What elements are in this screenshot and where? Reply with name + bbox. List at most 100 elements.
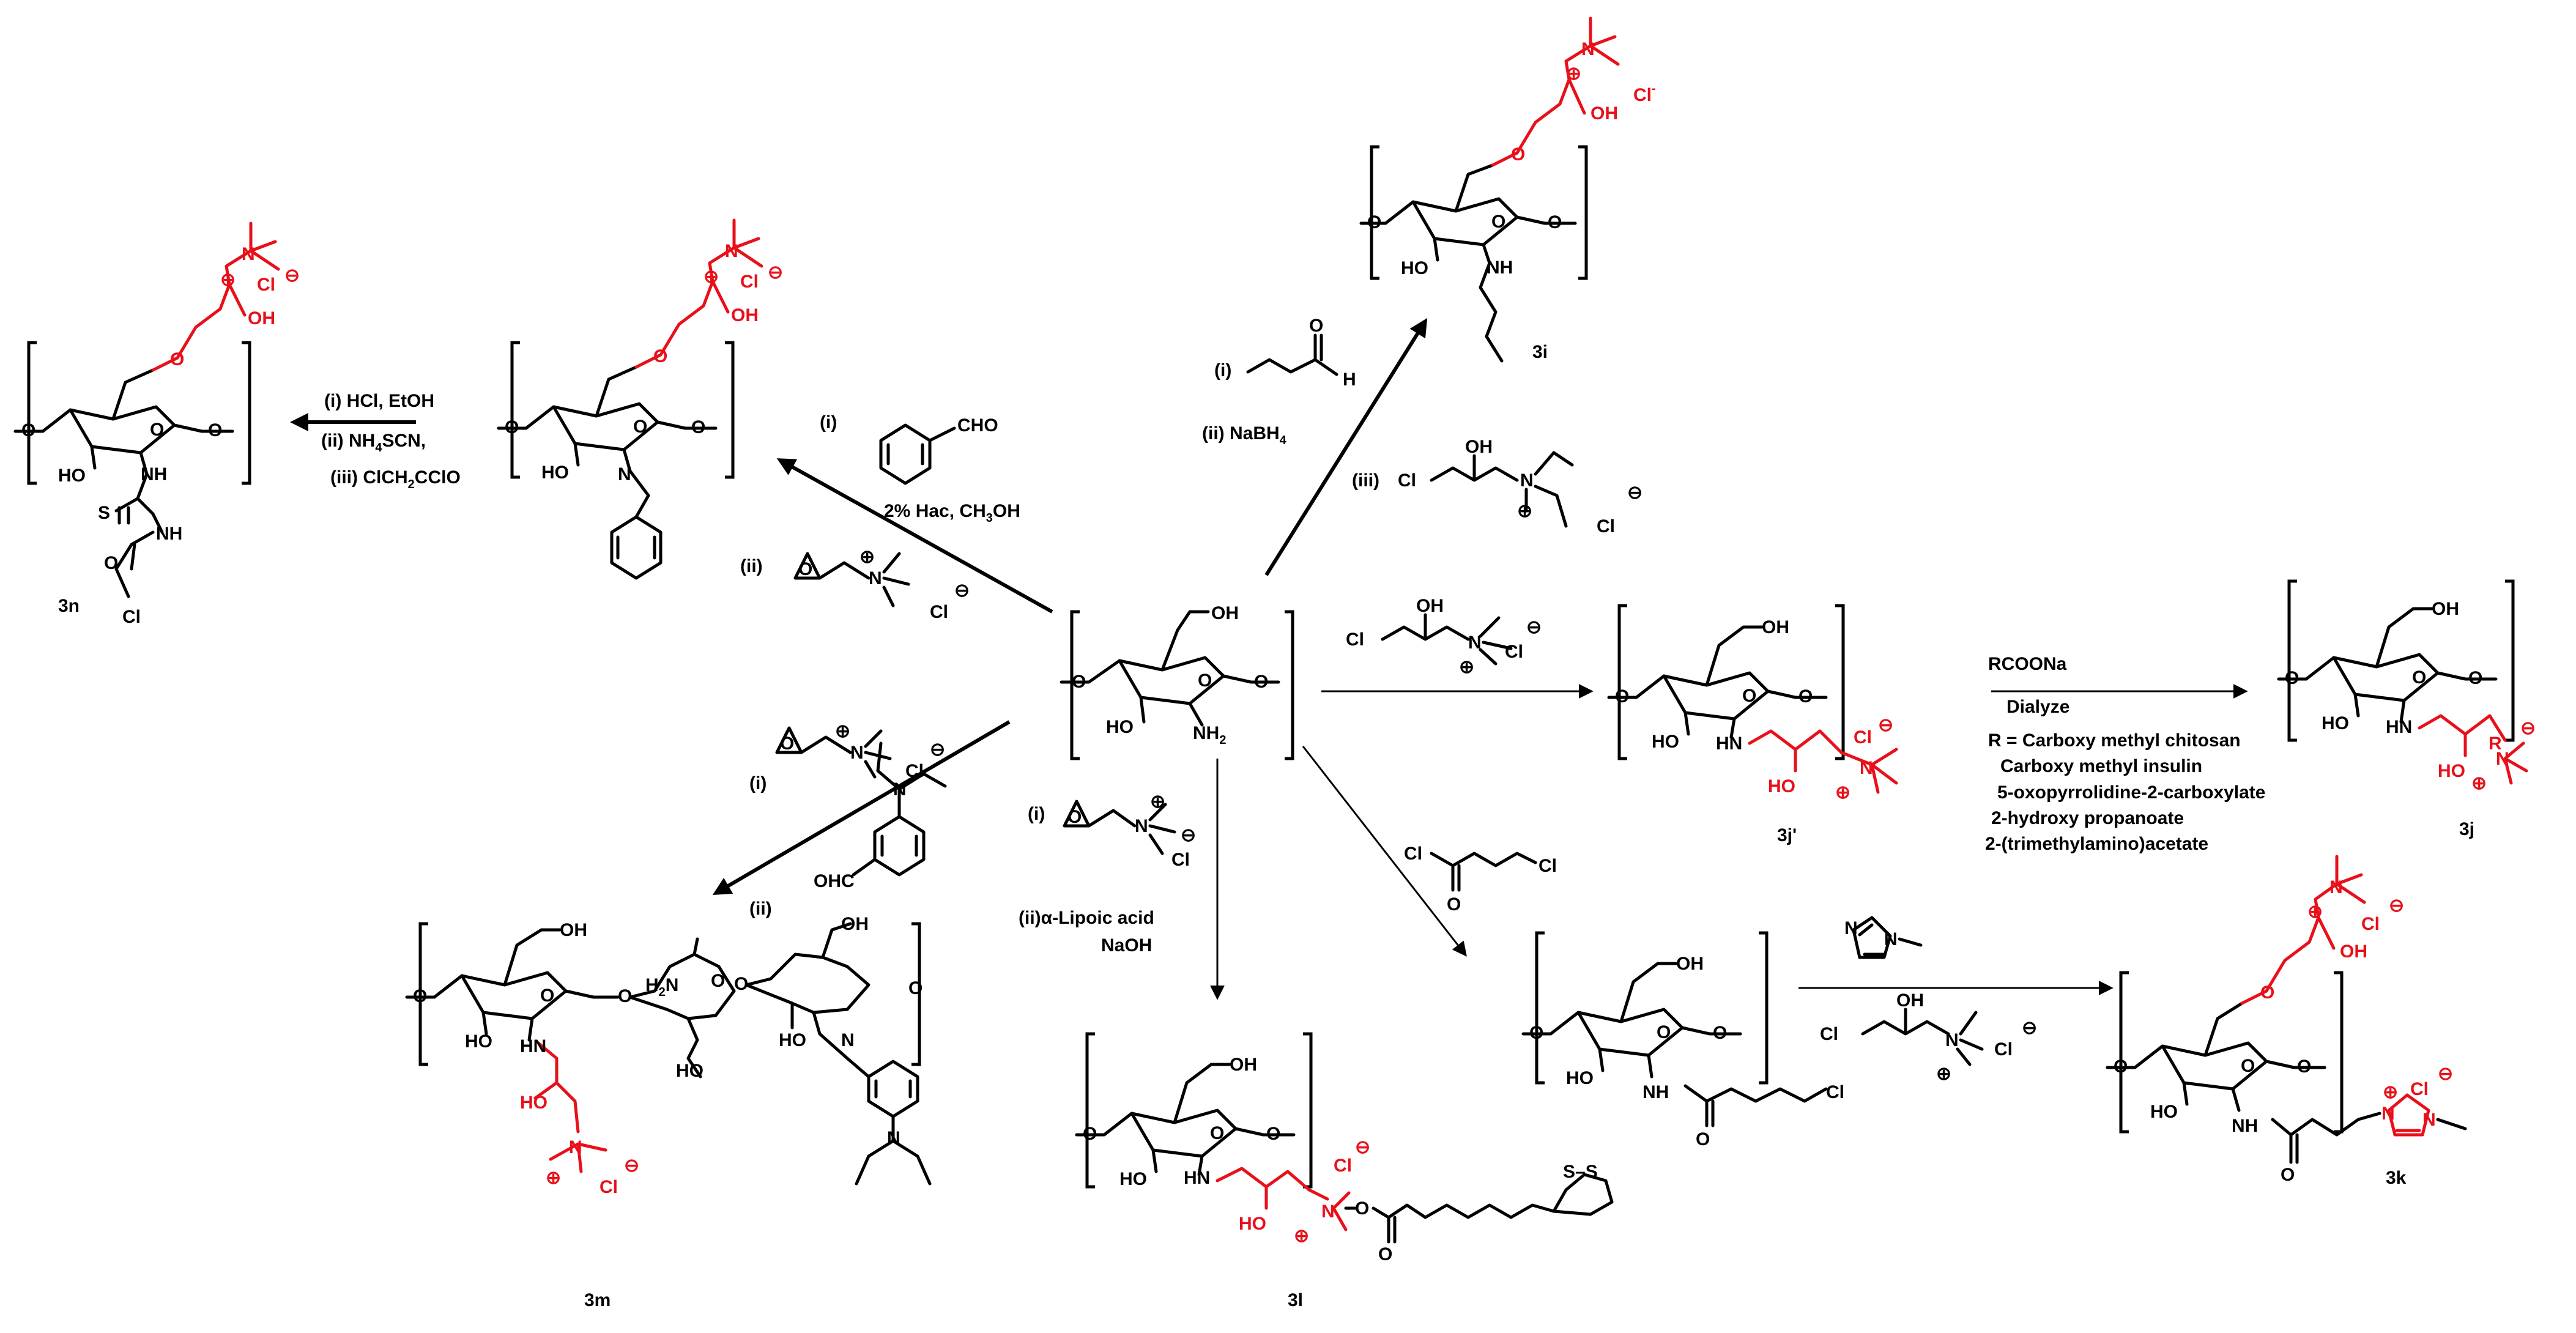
plus-charge: ⊕: [1835, 782, 1850, 803]
reagents-3i: (i) O H (ii) NaBH4 (iii) Cl OH N ⊕ Cl ⊖: [1202, 316, 1642, 537]
epoxide-oxygen: O: [1067, 807, 1082, 827]
step-label: (ii)α-Lipoic acid: [1019, 908, 1154, 928]
chloride-label: Cl: [1854, 727, 1872, 748]
ammonium-n: N: [725, 241, 738, 261]
ring-oxygen: O: [1198, 670, 1212, 691]
minus-charge: ⊖: [2389, 896, 2404, 916]
amine-label: HN: [1716, 733, 1742, 754]
glycosidic-oxygen: O: [208, 420, 222, 440]
compound-3i: O OH N ⊕ Cl- O HO NH O O 3i: [1359, 17, 1656, 363]
disulfide-label: S–S: [1563, 1162, 1598, 1182]
reagents-3l: (i) O N ⊕ Cl ⊖ (ii)α-Lipoic acid NaOH: [1019, 792, 1196, 956]
hydroxyl-label: HO: [2150, 1102, 2178, 1122]
plus-charge: ⊕: [859, 547, 875, 567]
step-label: (ii): [740, 556, 763, 576]
ring-oxygen: O: [711, 971, 725, 991]
r-definition: R = Carboxy methyl chitosan: [1988, 730, 2241, 751]
ammonium-n: N: [242, 244, 255, 264]
amine-label: NH: [1642, 1082, 1669, 1102]
minus-charge: ⊖: [1181, 825, 1196, 845]
hydroxyl-label: OH: [1416, 596, 1444, 616]
ring-oxygen: O: [150, 420, 164, 440]
minus-charge: ⊖: [1627, 483, 1642, 503]
plus-charge: ⊕: [1294, 1226, 1309, 1246]
minus-charge: ⊖: [954, 581, 970, 601]
carbonyl-oxygen: O: [1447, 894, 1461, 915]
carbonyl-oxygen: O: [1378, 1244, 1392, 1264]
ether-oxygen: O: [2260, 982, 2274, 1003]
hydroxyl-label: HO: [1239, 1214, 1266, 1234]
glycosidic-oxygen: O: [618, 986, 632, 1006]
step-label: (i) HCl, EtOH: [324, 391, 434, 411]
step-label: (ii) NH4SCN,: [321, 431, 426, 455]
epoxide-oxygen: O: [780, 733, 794, 754]
ether-oxygen: O: [653, 346, 667, 366]
glycosidic-oxygen: O: [1548, 212, 1562, 232]
reagent-label: RCOONa: [1988, 654, 2067, 674]
glycosidic-oxygen: O: [1083, 1124, 1097, 1144]
hydroxyl-label: OH: [1591, 103, 1618, 124]
glycosidic-oxygen: O: [2114, 1056, 2128, 1077]
arrow-to-chloroamide: [1302, 746, 1467, 957]
compound-label-3k: 3k: [2386, 1168, 2407, 1188]
minus-charge: ⊖: [1355, 1137, 1370, 1157]
reagents-3m: O N ⊕ Cl ⊖ (i) N OHC (ii): [749, 721, 947, 919]
ester-oxygen: O: [1355, 1198, 1369, 1219]
hydroxyl-label: OH: [2432, 599, 2459, 619]
r-option: 2-(trimethylamino)acetate: [1985, 834, 2208, 854]
imine-n: N: [618, 464, 631, 485]
plus-charge: ⊕: [546, 1168, 561, 1188]
compound-3m: OH O HO HN O H2N O O HO OH HO N O N HO N…: [405, 914, 932, 1310]
plus-charge: ⊕: [1517, 501, 1532, 521]
step-label: (i): [820, 412, 837, 433]
ammonium-n: N: [850, 743, 864, 763]
chloride-label: Cl: [1597, 516, 1615, 537]
solvent-label: 2% Hac, CH3OH: [884, 501, 1020, 525]
glycosidic-oxygen: O: [1072, 672, 1086, 692]
r-option: 5-oxopyrrolidine-2-carboxylate: [1997, 782, 2265, 803]
reagents-3j: RCOONa Dialyze R = Carboxy methyl chitos…: [1985, 654, 2265, 854]
hydroxyl-label: HO: [779, 1030, 806, 1050]
amine-label: NH: [1487, 258, 1513, 278]
step-label: (i): [1028, 804, 1045, 824]
step-label: (ii) NaBH4: [1202, 423, 1287, 447]
glycosidic-oxygen: O: [2468, 668, 2482, 688]
hydroxyl-label: HO: [1106, 717, 1134, 737]
compound-chloroamide: OH O HO NH O Cl O O: [1521, 931, 1844, 1149]
minus-charge: ⊖: [284, 265, 300, 286]
hydroxyl-label: HO: [541, 462, 569, 483]
glycosidic-oxygen: O: [1254, 672, 1268, 692]
hydroxyl-label: OH: [841, 914, 869, 934]
hydroxyl-label: HO: [465, 1031, 492, 1052]
minus-charge: ⊖: [1878, 715, 1893, 735]
ammonium-n: N: [1520, 470, 1534, 491]
chloride-label: Cl-: [1633, 82, 1656, 105]
hydroxyl-label: OH: [1762, 617, 1789, 637]
amine-label: NH: [2232, 1116, 2258, 1136]
hydroxyl-label: HO: [520, 1093, 547, 1113]
amine-label: HN: [1184, 1168, 1210, 1188]
ammonium-n: N: [869, 568, 882, 589]
reagents-3n: (i) HCl, EtOH (ii) NH4SCN, (iii) ClCH2CC…: [321, 391, 461, 491]
hydroxyl-label: OH: [731, 305, 759, 325]
glycosidic-oxygen: O: [21, 420, 35, 440]
reagents-benzaldehyde: (i) CHO 2% Hac, CH3OH (ii) O N ⊕ Cl ⊖: [740, 412, 1020, 622]
plus-charge: ⊕: [2383, 1082, 2398, 1102]
minus-charge: ⊖: [930, 740, 945, 760]
hydroxyl-label: HO: [58, 466, 86, 486]
chloride-label: Cl: [1994, 1039, 2013, 1060]
ring-oxygen: O: [540, 986, 554, 1006]
plus-charge: ⊕: [1459, 657, 1474, 677]
reagents-acyl-chloride: Cl O Cl: [1404, 844, 1557, 915]
glycosidic-oxygen: O: [2285, 668, 2299, 688]
step-label: (ii): [749, 899, 772, 919]
step-label: (i): [1214, 360, 1231, 381]
ammonium-n: N: [1468, 633, 1482, 653]
imidazole-n: N: [1844, 918, 1858, 938]
carbonyl-oxygen: O: [1696, 1129, 1710, 1149]
imidazolium-n: N: [2381, 1104, 2395, 1124]
glycosidic-oxygen: O: [908, 978, 922, 998]
arrow-to-benzal: [776, 458, 1053, 614]
ammonium-n: N: [1135, 816, 1148, 836]
ammonium-n: N: [569, 1137, 582, 1157]
